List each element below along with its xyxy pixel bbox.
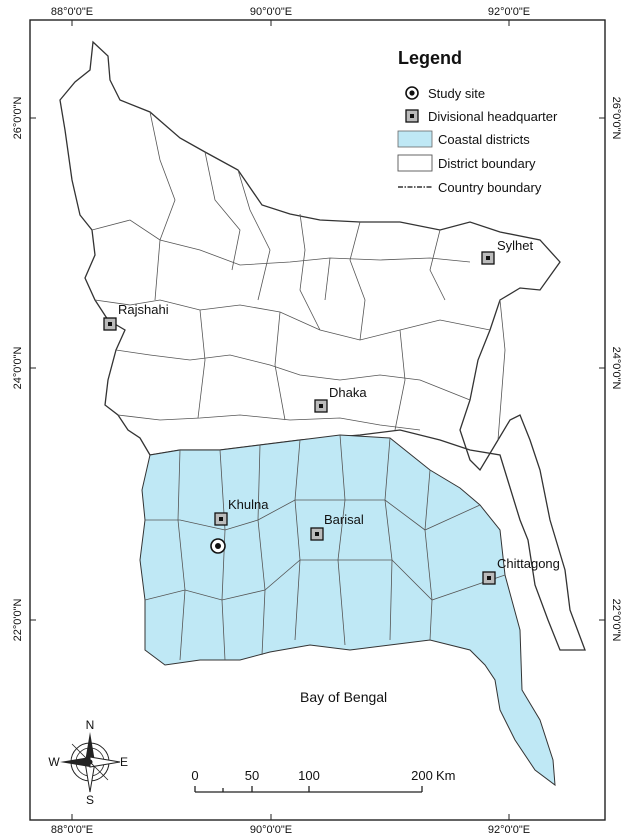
scale-bar — [194, 786, 423, 793]
coastal-boundaries — [144, 434, 506, 661]
compass-west: W — [48, 755, 60, 769]
hq-marker-dhaka — [314, 399, 328, 413]
city-label-dhaka: Dhaka — [329, 385, 367, 400]
compass-south: S — [86, 793, 94, 807]
coord-top-2: 90°0'0"E — [250, 6, 292, 18]
coord-left-1: 26°0'0"N — [12, 97, 24, 140]
hq-marker-barisal — [310, 527, 324, 541]
legend-label-study-site: Study site — [428, 86, 485, 101]
legend-title: Legend — [398, 48, 462, 68]
city-label-khulna: Khulna — [228, 497, 269, 512]
water-label: Bay of Bengal — [300, 689, 387, 705]
coord-left-3: 22°0'0"N — [12, 599, 24, 642]
scale-unit: Km — [436, 768, 456, 783]
coord-top-3: 92°0'0"E — [488, 6, 530, 18]
compass-rose-icon — [60, 732, 121, 793]
hq-marker-chittagong — [482, 571, 496, 585]
legend-label-hq: Divisional headquarter — [428, 109, 558, 124]
compass-north: N — [86, 718, 95, 732]
legend-label-district: District boundary — [438, 156, 536, 171]
legend-label-coastal: Coastal districts — [438, 132, 530, 147]
grid-ticks — [30, 20, 605, 820]
study-site-marker — [210, 538, 226, 554]
scale-tick-0: 0 — [191, 768, 198, 783]
district-boundaries — [91, 111, 506, 441]
legend-coastal-symbol — [397, 130, 433, 148]
scale-tick-50: 50 — [245, 768, 259, 783]
coord-bottom-2: 90°0'0"E — [250, 824, 292, 836]
legend-district-symbol — [397, 154, 433, 172]
compass-east: E — [120, 755, 128, 769]
hq-marker-sylhet — [481, 251, 495, 265]
coord-right-1: 26°0'0"N — [610, 97, 622, 140]
scale-tick-100: 100 — [298, 768, 320, 783]
hq-marker-rajshahi — [103, 317, 117, 331]
city-label-chittagong: Chittagong — [497, 556, 560, 571]
hq-marker-khulna — [214, 512, 228, 526]
city-label-barisal: Barisal — [324, 512, 364, 527]
coord-left-2: 24°0'0"N — [12, 347, 24, 390]
coord-bottom-1: 88°0'0"E — [51, 824, 93, 836]
legend: Legend Study site Divisional headquarter… — [397, 48, 558, 195]
coord-top-1: 88°0'0"E — [51, 6, 93, 18]
coord-right-2: 24°0'0"N — [610, 347, 622, 390]
coord-right-3: 22°0'0"N — [610, 599, 622, 642]
city-label-rajshahi: Rajshahi — [118, 302, 169, 317]
city-label-sylhet: Sylhet — [497, 238, 534, 253]
coord-bottom-3: 92°0'0"E — [488, 824, 530, 836]
legend-label-country: Country boundary — [438, 180, 542, 195]
scale-tick-200: 200 — [411, 768, 433, 783]
